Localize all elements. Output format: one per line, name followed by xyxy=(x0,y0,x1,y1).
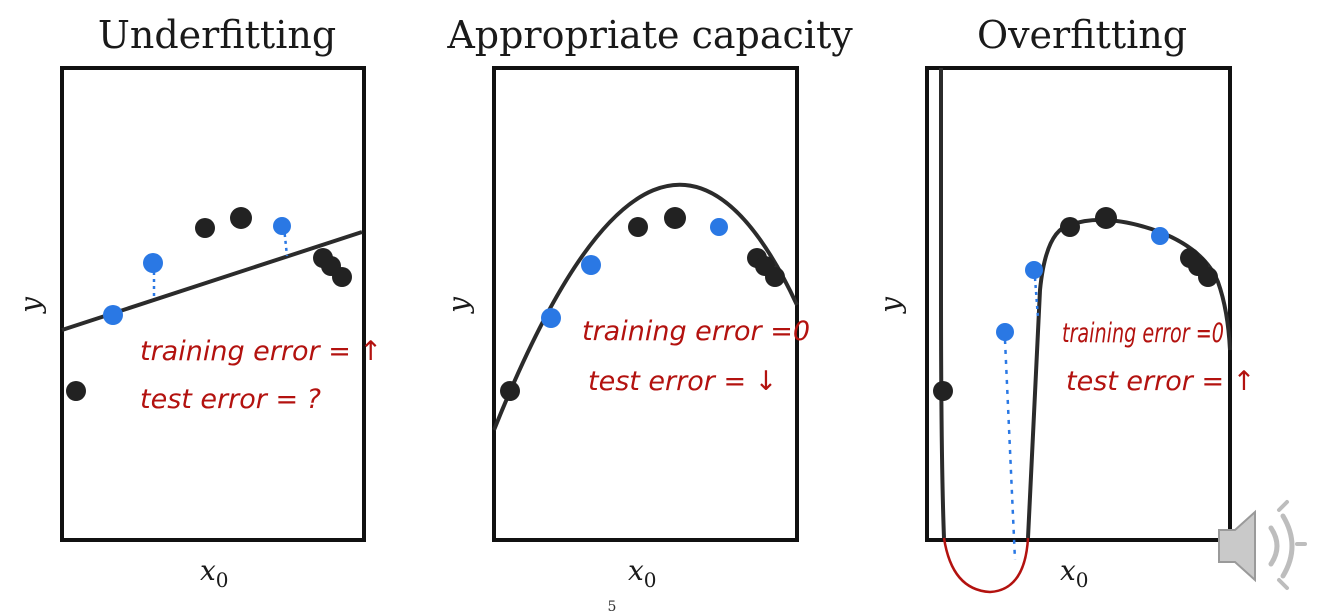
training-error-note: training error = ↑ xyxy=(140,336,382,367)
training-point xyxy=(664,207,686,229)
panel-title-overfitting: Overfitting xyxy=(977,13,1187,57)
training-point xyxy=(1198,267,1218,287)
training-point xyxy=(628,217,648,237)
training-error-note: training error =0 xyxy=(582,316,810,347)
quadratic-fit-curve xyxy=(492,182,799,431)
residual-line xyxy=(282,226,289,257)
residual-line xyxy=(1003,339,1017,561)
panel-overfitting: Overfitting y x0 training error =0 test … xyxy=(874,13,1255,594)
test-point xyxy=(1025,261,1043,279)
training-error-note: training error =0 xyxy=(1062,318,1224,349)
test-error-note: test error = ↑ xyxy=(1066,366,1255,397)
test-point xyxy=(710,218,728,236)
training-point xyxy=(332,267,352,287)
training-point xyxy=(765,267,785,287)
training-point xyxy=(1095,207,1117,229)
y-axis-label: y xyxy=(874,296,907,315)
x-axis-label: x0 xyxy=(1060,554,1089,592)
test-point xyxy=(996,323,1014,341)
x-axis-label: x0 xyxy=(628,554,657,592)
training-point xyxy=(1060,217,1080,237)
test-point xyxy=(103,305,123,325)
training-point xyxy=(195,218,215,238)
test-point xyxy=(273,217,291,235)
speaker-volume-icon[interactable] xyxy=(1218,500,1307,590)
panel-appropriate-capacity: Appropriate capacity y x0 training error… xyxy=(442,13,853,592)
training-point xyxy=(500,381,520,401)
plot-frame xyxy=(60,66,366,542)
test-error-note: test error = ↓ xyxy=(588,366,777,397)
panel-title-appropriate: Appropriate capacity xyxy=(446,13,853,57)
test-point xyxy=(581,255,601,275)
x-axis-label: x0 xyxy=(200,554,229,592)
page-number: 5 xyxy=(608,599,617,614)
test-point xyxy=(143,253,163,273)
panel-underfitting: Underfitting y x0 training error = ↑ tes… xyxy=(14,13,382,592)
test-point xyxy=(1151,227,1169,245)
plot-frame xyxy=(925,66,1232,542)
training-point xyxy=(230,207,252,229)
test-point xyxy=(541,308,561,328)
training-point xyxy=(933,381,953,401)
y-axis-label: y xyxy=(442,296,475,315)
training-point xyxy=(66,381,86,401)
plot-frame xyxy=(492,66,799,542)
y-axis-label: y xyxy=(14,296,47,315)
panel-title-underfitting: Underfitting xyxy=(98,13,336,57)
test-error-note: test error = ? xyxy=(140,384,321,415)
curve-extension-annotation xyxy=(942,537,1030,594)
overfit-curve xyxy=(939,68,1232,539)
